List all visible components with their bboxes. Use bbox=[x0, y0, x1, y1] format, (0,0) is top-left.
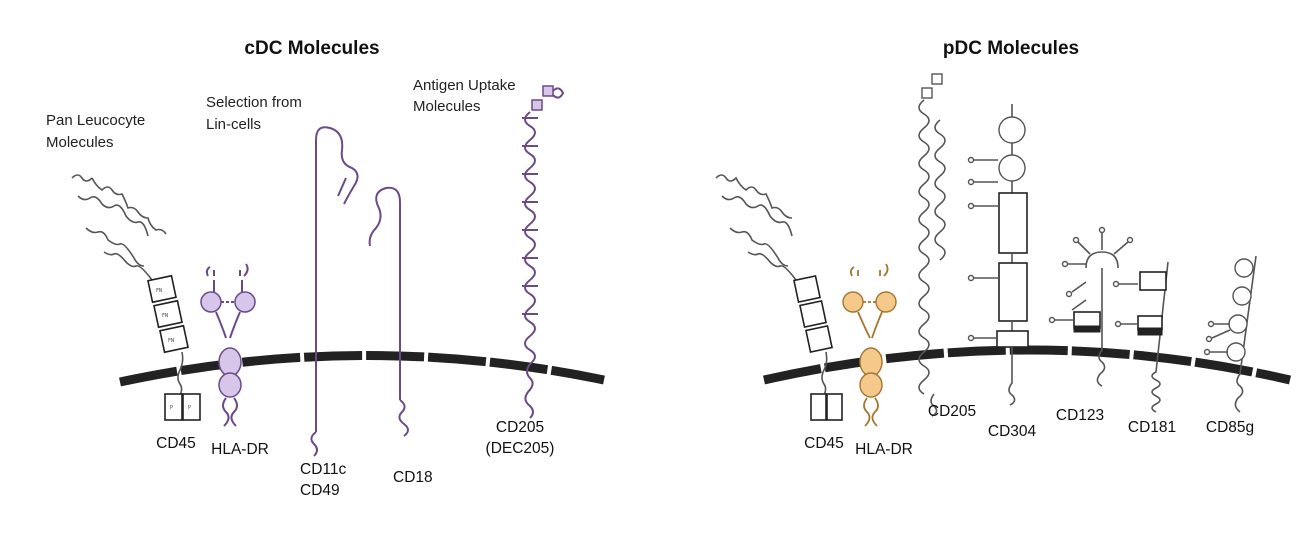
pdc-cell-membrane bbox=[763, 345, 1292, 385]
cdc-panel: cDC Molecules Pan Leucocyte Molecules Se… bbox=[46, 38, 605, 499]
pdc-label-hladr: HLA-DR bbox=[855, 441, 913, 458]
svg-text:FN: FN bbox=[156, 288, 162, 294]
svg-text:P: P bbox=[188, 405, 191, 411]
svg-text:FN: FN bbox=[168, 338, 174, 344]
cdc-cell-membrane bbox=[119, 351, 605, 387]
cdc-group-pan-line1: Pan Leucocyte bbox=[46, 112, 145, 129]
cdc-group-pan-line2: Molecules bbox=[46, 134, 114, 151]
pdc-cd181-molecule bbox=[1112, 261, 1169, 413]
cdc-group-selection-line2: Lin-cells bbox=[206, 116, 261, 133]
cdc-label-cd205: CD205 bbox=[496, 419, 544, 436]
cdc-label-cd18: CD18 bbox=[393, 469, 433, 486]
cdc-label-cd11c: CD11c bbox=[300, 461, 346, 478]
pdc-hladr-molecule bbox=[842, 263, 897, 427]
svg-text:FN: FN bbox=[162, 313, 168, 319]
svg-text:P: P bbox=[170, 405, 173, 411]
pdc-cd304-molecule bbox=[967, 104, 1029, 406]
cdc-group-antigen-line1: Antigen Uptake bbox=[413, 77, 516, 94]
pdc-cd85g-molecule bbox=[1203, 255, 1257, 413]
cdc-cd205-molecule bbox=[522, 85, 565, 419]
pdc-panel: pDC Molecules CD45 HLA- bbox=[715, 38, 1292, 458]
cdc-label-cd45: CD45 bbox=[156, 435, 196, 452]
cdc-cd45-molecule: FN FN FN P P bbox=[71, 174, 201, 421]
pdc-label-cd123: CD123 bbox=[1056, 407, 1104, 424]
pdc-label-cd304: CD304 bbox=[988, 423, 1037, 440]
pdc-label-cd181: CD181 bbox=[1128, 419, 1176, 436]
pdc-cd205-molecule bbox=[918, 73, 946, 417]
cdc-label-dec205: (DEC205) bbox=[486, 440, 555, 457]
cdc-label-hladr: HLA-DR bbox=[211, 441, 269, 458]
cdc-hladr-molecule bbox=[200, 263, 256, 427]
cdc-title: cDC Molecules bbox=[244, 38, 379, 59]
pdc-label-cd85g: CD85g bbox=[1206, 419, 1254, 436]
cdc-cd11c-molecule bbox=[310, 126, 359, 457]
pdc-cd45-molecule bbox=[715, 174, 843, 421]
cdc-cd18-molecule bbox=[368, 186, 409, 437]
pdc-label-cd45: CD45 bbox=[804, 435, 844, 452]
pdc-title: pDC Molecules bbox=[943, 38, 1079, 59]
cdc-group-selection-line1: Selection from bbox=[206, 94, 302, 111]
pdc-cd123-molecule bbox=[1048, 226, 1134, 387]
cdc-label-cd49: CD49 bbox=[300, 482, 340, 499]
cdc-group-antigen-line2: Molecules bbox=[413, 98, 481, 115]
pdc-label-cd205: CD205 bbox=[928, 403, 976, 420]
